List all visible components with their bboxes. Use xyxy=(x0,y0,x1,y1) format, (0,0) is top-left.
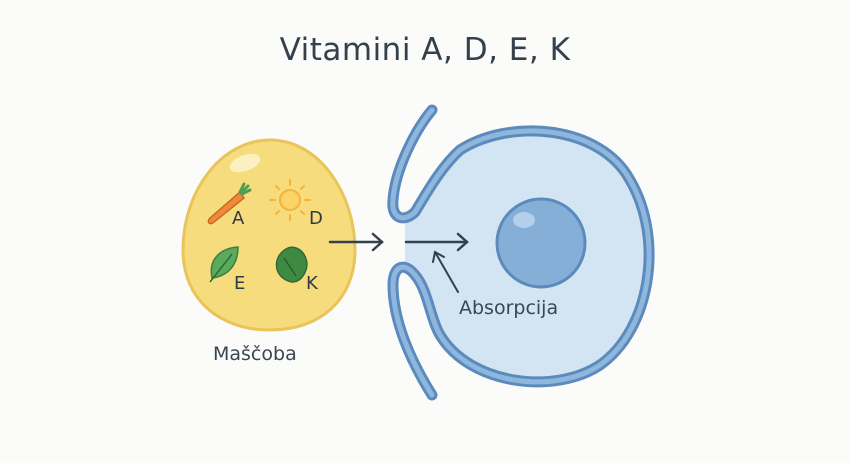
arrow-into-cell xyxy=(404,232,469,252)
page-title: Vitamini A, D, E, K xyxy=(279,32,571,68)
sun-icon xyxy=(269,179,311,221)
absorption-pointer-arrow xyxy=(432,250,459,293)
carrot-icon xyxy=(207,182,252,225)
vitamin-e-label: E xyxy=(234,273,246,294)
vitamin-d-label: D xyxy=(309,208,323,229)
leaf-icon xyxy=(209,246,239,283)
vitamin-k-label: K xyxy=(306,273,318,294)
fat-label: Maščoba xyxy=(213,343,297,365)
nucleus xyxy=(495,197,587,289)
absorption-label: Absorpcija xyxy=(459,297,559,319)
spinach-icon xyxy=(275,246,308,283)
arrow-to-cell xyxy=(328,232,384,252)
vitamin-a-label: A xyxy=(232,208,245,229)
fat-globule xyxy=(181,138,357,332)
